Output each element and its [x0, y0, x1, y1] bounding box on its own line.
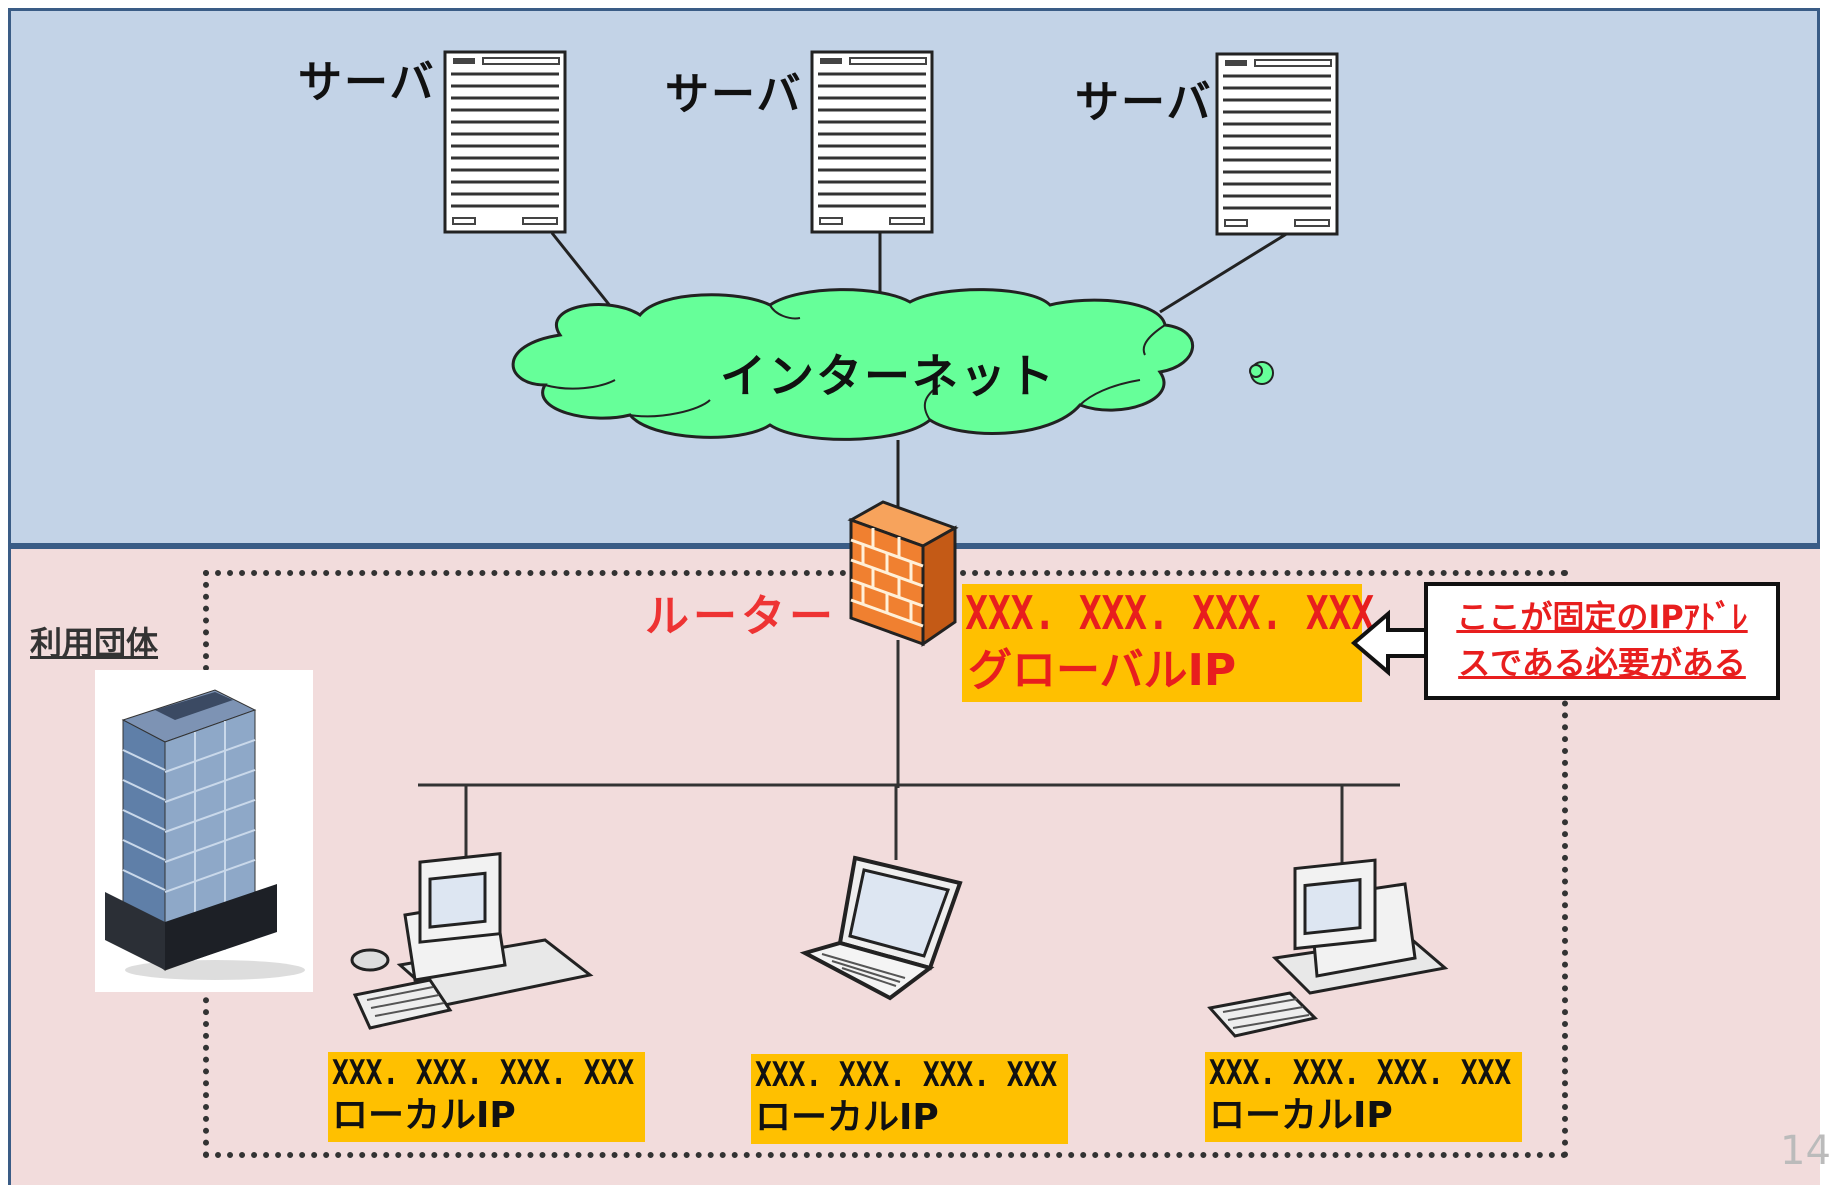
server-icon — [443, 50, 567, 234]
client-ip-address: XXX. XXX. XXX. XXX — [332, 1053, 635, 1093]
router-label: ルーター — [645, 591, 837, 642]
callout-arrow-icon — [1350, 609, 1428, 677]
laptop-computer-icon — [799, 855, 963, 1001]
organization-label: 利用団体 — [30, 624, 159, 662]
client-1-ip-box: XXX. XXX. XXX. XXX ローカルIP — [328, 1052, 645, 1142]
global-ip-type: グローバルIP — [968, 645, 1237, 696]
client-ip-address: XXX. XXX. XXX. XXX — [1209, 1053, 1512, 1093]
server-label-2: サーバ — [665, 69, 803, 120]
client-ip-type: ローカルIP — [755, 1097, 939, 1138]
client-2-ip-box: XXX. XXX. XXX. XXX ローカルIP — [751, 1054, 1068, 1144]
server-icon — [810, 50, 934, 234]
callout-note: ここが固定のIPｱﾄﾞﾚ スである必要がある — [1424, 582, 1780, 700]
server-icon — [1215, 52, 1339, 236]
internet-label: インターネット — [720, 349, 1056, 403]
server-label-1: サーバ — [298, 57, 436, 108]
office-building-icon — [95, 670, 313, 992]
client-ip-type: ローカルIP — [332, 1095, 516, 1136]
global-ip-address: XXX. XXX. XXX. XXX — [965, 586, 1375, 640]
client-ip-type: ローカルIP — [1209, 1095, 1393, 1136]
callout-line-1: ここが固定のIPｱﾄﾞﾚ — [1456, 598, 1748, 636]
desktop-computer-icon — [1207, 858, 1449, 1038]
global-ip-box: XXX. XXX. XXX. XXX グローバルIP — [962, 584, 1375, 702]
page-number: 14 — [1780, 1128, 1831, 1174]
callout-line-2: スである必要がある — [1458, 644, 1746, 682]
desktop-computer-icon — [350, 852, 594, 1030]
client-ip-address: XXX. XXX. XXX. XXX — [755, 1055, 1058, 1095]
firewall-router-icon — [847, 500, 959, 647]
server-label-3: サーバ — [1075, 77, 1213, 128]
client-3-ip-box: XXX. XXX. XXX. XXX ローカルIP — [1205, 1052, 1522, 1142]
internet-cloud-icon — [511, 288, 1274, 441]
